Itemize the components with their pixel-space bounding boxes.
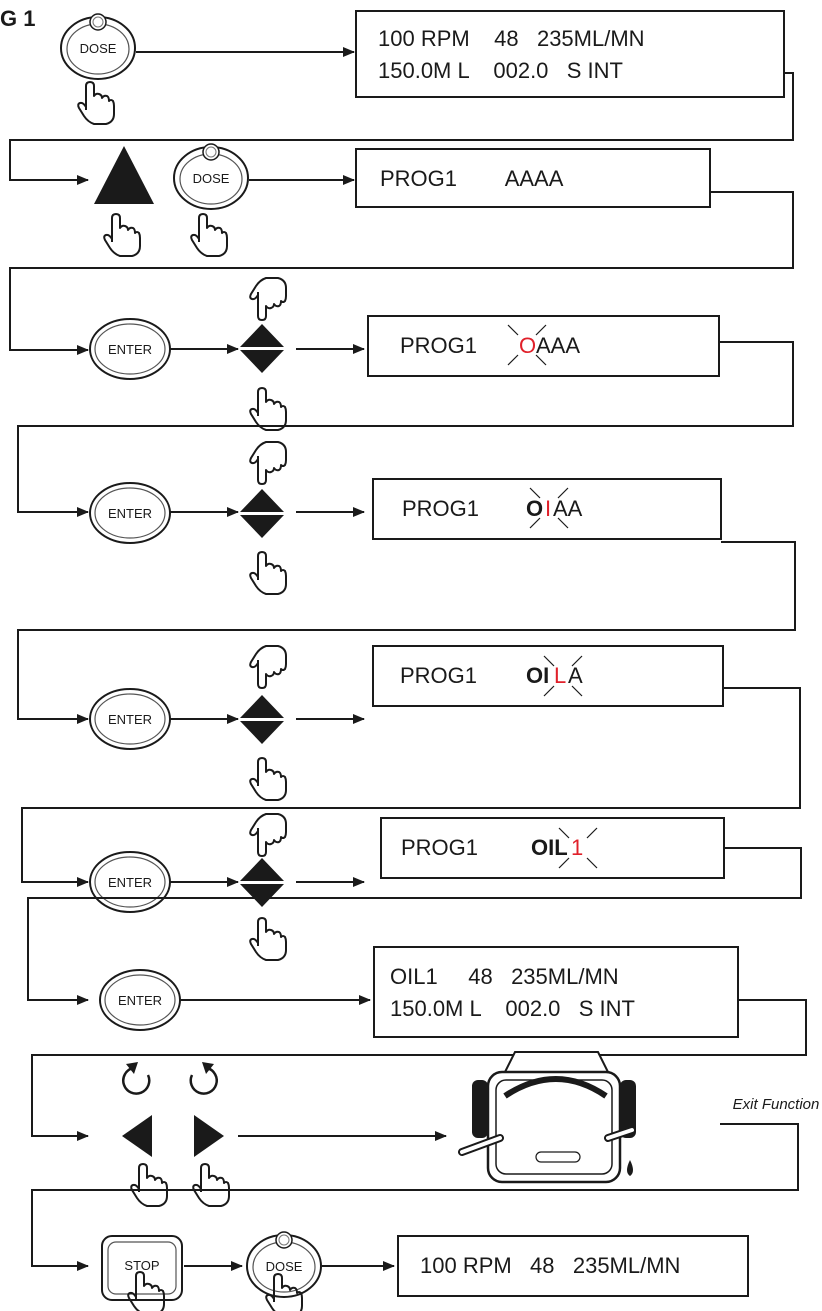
display-6-done: OIL xyxy=(531,835,568,860)
display-4-rest: AA xyxy=(553,496,583,521)
display-3-prefix: PROG1 xyxy=(400,333,477,358)
display-4-active-char: I xyxy=(545,496,551,521)
display-3-active-char: O xyxy=(519,333,536,358)
display-8 xyxy=(397,1235,749,1297)
enter-button-4[interactable]: ENTER xyxy=(89,851,171,913)
display-1-line1: 100 RPM 48 235ML/MN xyxy=(378,26,645,51)
enter-label: ENTER xyxy=(108,342,152,357)
press-hand-icon xyxy=(192,1163,230,1207)
stop-label: STOP xyxy=(124,1258,159,1273)
left-arrow-icon[interactable] xyxy=(122,1115,152,1157)
press-hand-icon xyxy=(249,551,287,595)
display-5-rest: A xyxy=(568,663,583,688)
stop-button[interactable]: STOP xyxy=(101,1235,183,1301)
up-down-arrows-icon[interactable] xyxy=(240,489,284,538)
press-hand-down-icon xyxy=(250,442,286,484)
display-4-done: O xyxy=(526,496,543,521)
display-6-prefix: PROG1 xyxy=(401,835,478,860)
press-hand-icon xyxy=(130,1163,168,1207)
display-3-rest: AAA xyxy=(536,333,580,358)
enter-label: ENTER xyxy=(118,993,162,1008)
dose-label: DOSE xyxy=(80,41,117,56)
press-hand-icon xyxy=(249,917,287,961)
press-hand-down-icon xyxy=(250,814,286,856)
flow-connector xyxy=(21,687,801,887)
up-arrow-icon[interactable] xyxy=(94,146,154,204)
peristaltic-pump-icon xyxy=(458,1051,636,1184)
display-5 xyxy=(372,645,724,707)
flow-connector xyxy=(17,341,794,517)
display-5-prefix: PROG1 xyxy=(400,663,477,688)
enter-label: ENTER xyxy=(108,712,152,727)
dose-button-3[interactable]: DOSE xyxy=(246,1231,322,1298)
press-hand-icon xyxy=(77,81,115,125)
exit-function-label: Exit Function xyxy=(733,1096,820,1113)
press-hand-icon xyxy=(190,213,228,257)
dose-button-1[interactable]: DOSE xyxy=(60,13,136,80)
press-hand-down-icon xyxy=(250,646,286,688)
dose-button-2[interactable]: DOSE xyxy=(173,143,249,210)
figure-title: G 1 xyxy=(0,6,35,31)
flow-connector xyxy=(9,191,794,355)
dose-label: DOSE xyxy=(266,1259,303,1274)
display-6-active-char: 1 xyxy=(571,835,583,860)
enter-button-1[interactable]: ENTER xyxy=(89,318,171,380)
display-4-prefix: PROG1 xyxy=(402,496,479,521)
display-2 xyxy=(355,148,711,208)
display-3 xyxy=(367,315,720,377)
enter-button-5[interactable]: ENTER xyxy=(99,969,181,1031)
enter-button-2[interactable]: ENTER xyxy=(89,482,171,544)
flow-connector xyxy=(31,1123,799,1271)
display-7-line2: 150.0M L 002.0 S INT xyxy=(390,996,635,1021)
press-hand-icon xyxy=(103,213,141,257)
press-hand-down-icon xyxy=(250,278,286,320)
display-7 xyxy=(373,946,739,1038)
up-down-arrows-icon[interactable] xyxy=(240,695,284,744)
display-8-line1: 100 RPM 48 235ML/MN xyxy=(420,1253,680,1278)
enter-label: ENTER xyxy=(108,875,152,890)
display-1-line2: 150.0M L 002.0 S INT xyxy=(378,58,623,83)
display-5-done: OI xyxy=(526,663,549,688)
enter-label: ENTER xyxy=(108,506,152,521)
rotate-ccw-icon xyxy=(122,1062,151,1095)
press-hand-icon xyxy=(249,387,287,431)
up-down-arrows-icon[interactable] xyxy=(240,324,284,373)
right-arrow-icon[interactable] xyxy=(194,1115,224,1157)
press-hand-icon xyxy=(249,757,287,801)
display-4 xyxy=(372,478,722,540)
flow-connector xyxy=(27,847,802,1005)
drop-icon xyxy=(627,1160,633,1176)
display-7-line1: OIL1 48 235ML/MN xyxy=(390,964,619,989)
display-1 xyxy=(355,10,785,98)
dose-label: DOSE xyxy=(193,171,230,186)
flow-connector xyxy=(31,999,807,1141)
up-down-arrows-icon[interactable] xyxy=(240,858,284,907)
display-5-active-char: L xyxy=(554,663,566,688)
flow-connector xyxy=(17,541,796,724)
rotate-cw-icon xyxy=(189,1062,218,1095)
display-6 xyxy=(380,817,725,879)
display-2-line1: PROG1 AAAA xyxy=(380,166,564,191)
enter-button-3[interactable]: ENTER xyxy=(89,688,171,750)
flow-connector xyxy=(9,72,794,185)
